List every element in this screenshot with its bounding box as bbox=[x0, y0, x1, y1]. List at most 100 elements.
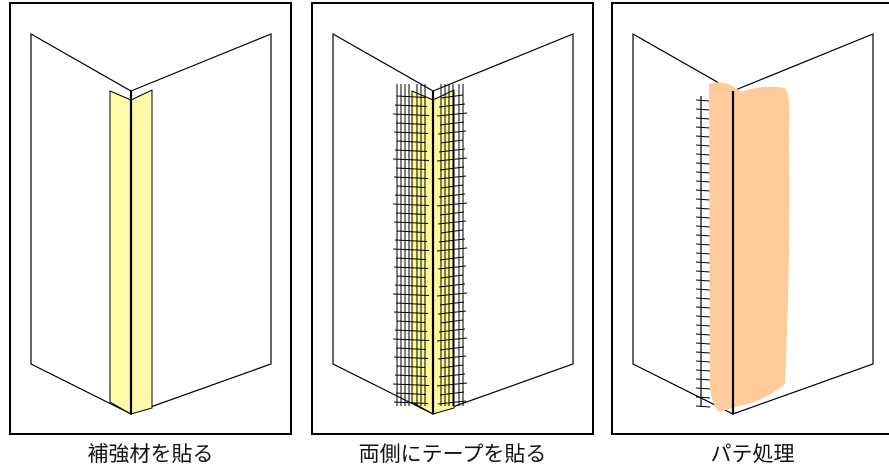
mesh-line bbox=[695, 225, 711, 228]
mesh-line bbox=[396, 230, 426, 233]
mesh-line bbox=[396, 185, 426, 188]
mesh-line bbox=[695, 126, 711, 129]
mesh-line bbox=[695, 180, 711, 183]
mesh-line bbox=[440, 94, 464, 99]
mesh-line bbox=[695, 333, 711, 336]
mesh-line bbox=[436, 337, 468, 342]
mesh-line bbox=[695, 198, 711, 201]
reinforcement-left-flange bbox=[109, 90, 132, 415]
mesh-line bbox=[395, 347, 427, 350]
mesh-line bbox=[436, 247, 468, 252]
mesh-line bbox=[438, 328, 466, 333]
mesh-line bbox=[393, 176, 429, 179]
tape-left bbox=[411, 90, 434, 415]
mesh-line bbox=[439, 166, 465, 171]
mesh-line bbox=[394, 149, 428, 152]
step-panel-putty bbox=[611, 2, 889, 435]
mesh-line bbox=[695, 252, 711, 255]
mesh-line bbox=[392, 293, 430, 296]
mesh-line bbox=[394, 104, 428, 107]
mesh-line bbox=[695, 189, 711, 192]
mesh-line bbox=[392, 248, 430, 251]
mesh-line bbox=[395, 167, 427, 170]
mesh-line bbox=[395, 302, 427, 305]
mesh-line bbox=[394, 239, 428, 242]
mesh-line bbox=[436, 292, 468, 297]
mesh-line bbox=[436, 112, 468, 117]
mesh-line bbox=[695, 342, 711, 345]
mesh-line bbox=[436, 157, 468, 162]
mesh-line bbox=[393, 266, 429, 269]
mesh-line bbox=[440, 139, 464, 144]
mesh-line bbox=[695, 405, 711, 408]
step-panel-reinforcement bbox=[9, 2, 292, 435]
mesh-line bbox=[437, 310, 467, 315]
mesh-line bbox=[395, 392, 427, 395]
mesh-line bbox=[695, 135, 711, 138]
mesh-line bbox=[695, 207, 711, 210]
mesh-line bbox=[396, 275, 426, 278]
mesh-line bbox=[695, 279, 711, 282]
step-panel-tape bbox=[311, 2, 594, 435]
mesh-line bbox=[695, 297, 711, 300]
mesh-line bbox=[439, 346, 465, 351]
mesh-line bbox=[396, 95, 426, 98]
mesh-line bbox=[695, 216, 711, 219]
mesh-line bbox=[436, 382, 468, 387]
putty-layer bbox=[709, 82, 790, 412]
mesh-line bbox=[695, 144, 711, 147]
mesh-line bbox=[695, 387, 711, 390]
mesh-line bbox=[440, 364, 464, 369]
mesh-line bbox=[695, 234, 711, 237]
tape-right bbox=[432, 89, 455, 415]
mesh-line bbox=[440, 229, 464, 234]
mesh-line bbox=[394, 374, 428, 377]
mesh-line bbox=[393, 221, 429, 224]
mesh-line bbox=[395, 212, 427, 215]
mesh-line bbox=[439, 391, 465, 396]
mesh-line bbox=[437, 265, 467, 270]
mesh-line bbox=[438, 283, 466, 288]
caption-putty: パテ処理 bbox=[710, 442, 795, 466]
mesh-line bbox=[392, 338, 430, 341]
mesh-line bbox=[438, 373, 466, 378]
mesh-line bbox=[392, 113, 430, 116]
mesh-line bbox=[439, 256, 465, 261]
mesh-tape-edge bbox=[695, 96, 711, 408]
mesh-line bbox=[695, 243, 711, 246]
mesh-line bbox=[393, 401, 429, 404]
mesh-line bbox=[695, 117, 711, 120]
mesh-line bbox=[392, 203, 430, 206]
mesh-line bbox=[695, 162, 711, 165]
mesh-line bbox=[438, 148, 466, 153]
mesh-line bbox=[392, 158, 430, 161]
mesh-line bbox=[439, 301, 465, 306]
mesh-line bbox=[394, 194, 428, 197]
mesh-line bbox=[695, 324, 711, 327]
mesh-line bbox=[695, 360, 711, 363]
mesh-line bbox=[396, 320, 426, 323]
mesh-line bbox=[439, 211, 465, 216]
mesh-line bbox=[695, 378, 711, 381]
putty-diagram bbox=[632, 32, 874, 415]
reinforcement-diagram bbox=[30, 32, 272, 415]
mesh-line bbox=[393, 356, 429, 359]
mesh-line bbox=[437, 130, 467, 135]
mesh-line bbox=[396, 365, 426, 368]
mesh-line bbox=[695, 99, 711, 102]
mesh-tape bbox=[392, 84, 468, 406]
mesh-line bbox=[438, 103, 466, 108]
mesh-line bbox=[395, 257, 427, 260]
reinforcement-right-flange bbox=[130, 89, 153, 415]
mesh-line bbox=[695, 369, 711, 372]
mesh-line bbox=[695, 153, 711, 156]
mesh-line bbox=[395, 122, 427, 125]
mesh-line bbox=[396, 140, 426, 143]
mesh-line bbox=[695, 261, 711, 264]
mesh-line bbox=[394, 284, 428, 287]
tape-diagram bbox=[332, 32, 574, 415]
mesh-line bbox=[437, 355, 467, 360]
mesh-line bbox=[393, 131, 429, 134]
mesh-line bbox=[695, 108, 711, 111]
mesh-line bbox=[439, 121, 465, 126]
